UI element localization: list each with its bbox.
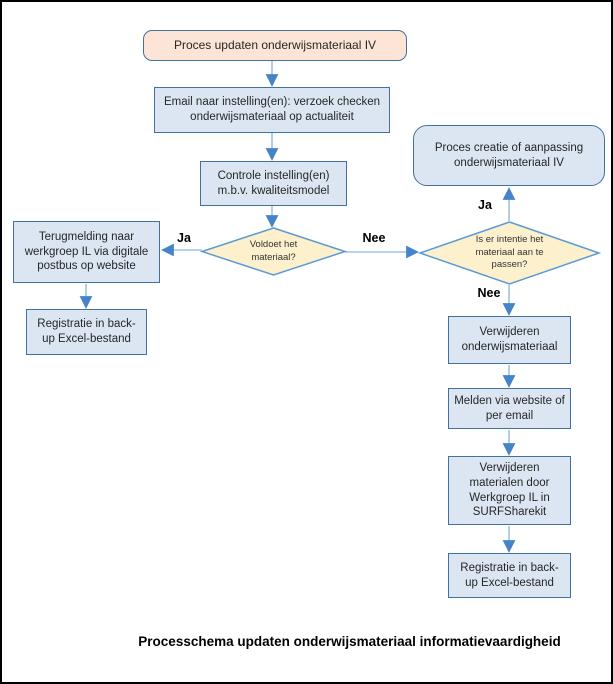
node-registratie-links: Registratie in back-up Excel-bestand: [26, 309, 147, 355]
node-verwijderen-werkgroep-label: Verwijderen materialen door Werkgroep IL…: [469, 461, 550, 519]
node-email: Email naar instelling(en): verzoek check…: [154, 87, 390, 133]
node-registratie-links-label: Registratie in back-up Excel-bestand: [37, 318, 136, 345]
node-melden: Melden via website of per email: [448, 388, 571, 429]
decision-voldoet-text: Voldoet het materiaal?: [233, 229, 314, 274]
label-nee-omlaag-text: Nee: [477, 286, 501, 300]
label-ja-links: Ja: [170, 231, 198, 245]
decision-intentie-diamond: [417, 221, 602, 285]
node-email-label: Email naar instelling(en): verzoek check…: [163, 96, 381, 123]
decision-intentie-text: Is er intentie het materiaal aan te pass…: [464, 226, 555, 280]
decision-voldoet-label: Voldoet het materiaal?: [249, 238, 298, 263]
node-proces-creatie-label: Proces creatie of aanpassing onderwijsma…: [434, 141, 584, 169]
node-start-label: Proces updaten onderwijsmateriaal IV: [173, 37, 377, 52]
node-terugmelding: Terugmelding naar werkgroep IL via digit…: [13, 221, 160, 283]
label-nee-rechts-text: Nee: [362, 231, 386, 245]
label-ja-omhoog-text: Ja: [478, 198, 492, 212]
node-verwijderen-label: Verwijderen onderwijsmateriaal: [461, 326, 558, 353]
node-registratie-rechts-label: Registratie in back-up Excel-bestand: [460, 561, 559, 589]
label-ja-omhoog: Ja: [470, 198, 500, 212]
node-proces-creatie: Proces creatie of aanpassing onderwijsma…: [413, 125, 605, 186]
node-start: Proces updaten onderwijsmateriaal IV: [143, 30, 407, 61]
node-controle-label: Controle instelling(en) m.b.v. kwaliteit…: [217, 169, 330, 197]
node-registratie-rechts: Registratie in back-up Excel-bestand: [448, 553, 571, 598]
label-ja-links-text: Ja: [177, 231, 191, 245]
label-nee-rechts: Nee: [354, 231, 394, 245]
node-verwijderen-werkgroep: Verwijderen materialen door Werkgroep IL…: [448, 456, 571, 525]
node-melden-label: Melden via website of per email: [454, 394, 565, 422]
node-controle: Controle instelling(en) m.b.v. kwaliteit…: [200, 161, 347, 206]
decision-voldoet-diamond: [199, 227, 348, 276]
node-terugmelding-label: Terugmelding naar werkgroep IL via digit…: [24, 230, 149, 273]
label-nee-omlaag: Nee: [468, 286, 510, 300]
node-verwijderen: Verwijderen onderwijsmateriaal: [448, 316, 571, 364]
decision-intentie-label: Is er intentie het materiaal aan te pass…: [475, 233, 544, 271]
diagram-title: Processchema updaten onderwijsmateriaal …: [138, 634, 561, 649]
